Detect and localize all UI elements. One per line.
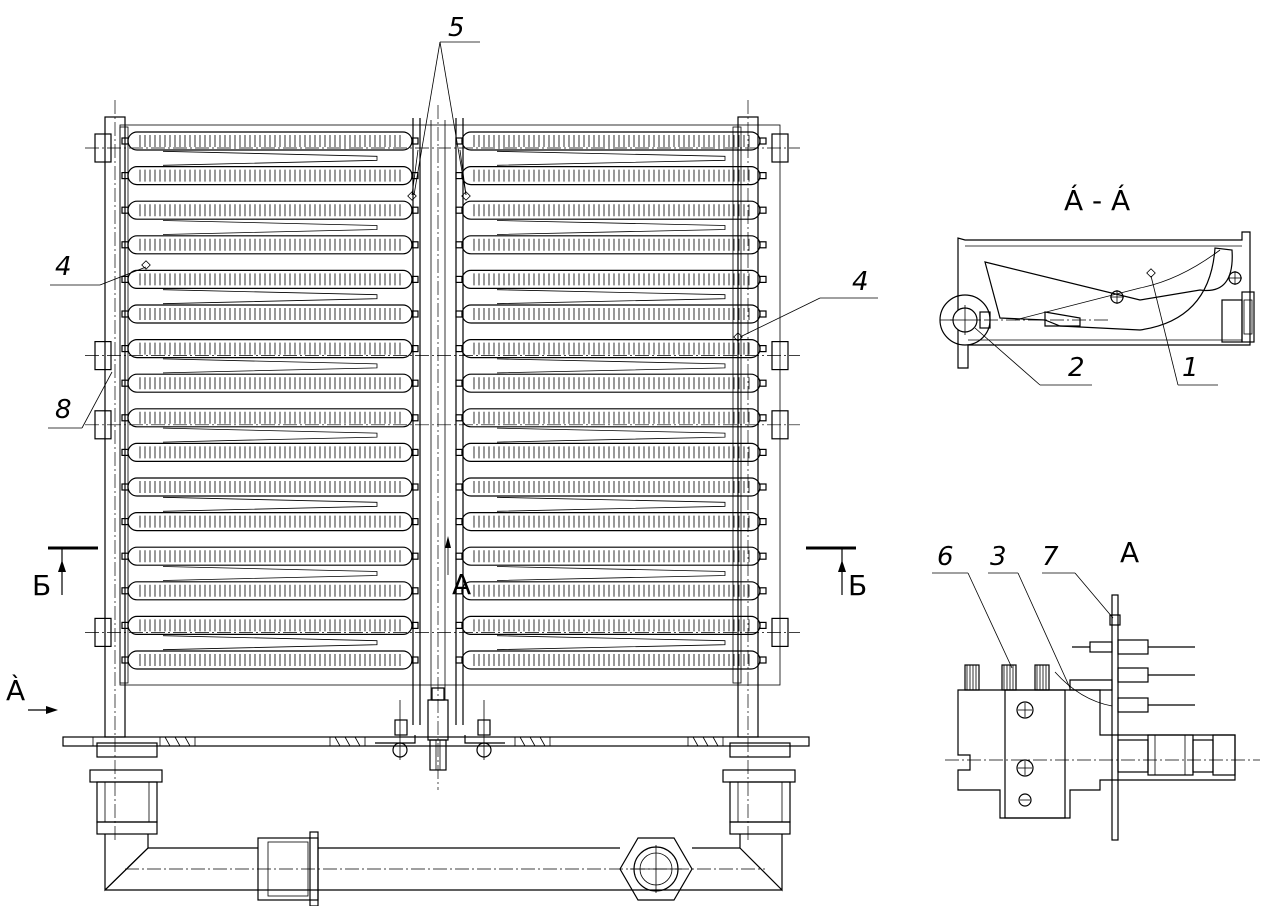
section-view-title: Á - Á (1064, 183, 1130, 217)
leaders-main: 5 4 4 8 (48, 13, 878, 429)
flame-slots (473, 238, 750, 251)
flame-slots (473, 135, 750, 147)
section-cut-marks: Б Б (32, 546, 867, 602)
label-pos4-left: 4 (55, 252, 72, 282)
burner-tube (461, 235, 761, 255)
burner-tube (461, 546, 761, 566)
view-arrow-left-label: À (6, 673, 25, 707)
flame-slots (473, 515, 750, 528)
view-a-detail: A (932, 536, 1260, 841)
flame-slots (473, 411, 750, 424)
burner-tube (461, 200, 761, 220)
flame-slots (473, 654, 750, 666)
venturi-taper (162, 635, 378, 651)
flame-slots (473, 204, 750, 217)
label-pos2: 2 (1068, 353, 1085, 383)
electrode-set (1054, 614, 1195, 713)
view-arrow-center-label: A (452, 568, 471, 601)
flame-slots (473, 342, 750, 355)
burner-tube (461, 442, 761, 462)
venturi-taper (162, 289, 378, 305)
venturi-taper (162, 496, 378, 512)
support-plate (62, 700, 810, 760)
venturi-taper (162, 358, 378, 374)
flame-slots (473, 619, 750, 632)
flame-slots (139, 654, 401, 666)
burner-tube (461, 304, 761, 324)
label-pos4-right: 4 (852, 267, 869, 297)
right-gas-pipe (722, 742, 796, 892)
burner-tube (461, 166, 761, 186)
burner-tube (461, 511, 761, 532)
burner-tube (461, 650, 761, 670)
burner-tube (461, 339, 761, 359)
right-cut-label: Б (848, 569, 867, 602)
flame-slots (473, 308, 750, 320)
flame-slots (473, 481, 750, 493)
flame-slots (139, 169, 401, 182)
view-arrow-a: À A (6, 568, 471, 714)
flame-slots (139, 446, 401, 459)
venturi-taper (496, 635, 726, 651)
left-gas-pipe (89, 742, 163, 892)
venturi-taper (496, 358, 726, 374)
view-a-title: A (1120, 536, 1139, 569)
section-view-aa: Á - Á 2 1 (939, 183, 1255, 386)
venturi-taper (162, 566, 378, 581)
bottom-collector-pipe (104, 831, 782, 906)
burner-tube (461, 131, 761, 151)
label-pos7: 7 (1042, 542, 1059, 572)
venturi-taper (496, 496, 726, 512)
venturi-taper (162, 150, 378, 166)
flame-slots (139, 342, 401, 355)
label-pos6: 6 (937, 542, 954, 572)
central-manifold (407, 105, 471, 790)
venturi-taper (162, 427, 378, 443)
flame-slots (139, 584, 401, 597)
burner-tube (461, 408, 761, 428)
venturi-taper (496, 220, 726, 235)
left-cut-label: Б (32, 569, 51, 602)
burner-tube (461, 615, 761, 636)
flame-slots (473, 550, 750, 563)
flame-slots (473, 169, 750, 182)
label-pos1: 1 (1182, 353, 1199, 383)
flame-slots (473, 377, 750, 390)
flame-slots (139, 619, 401, 632)
flame-slots (139, 135, 401, 147)
venturi-taper (162, 220, 378, 235)
venturi-taper (496, 566, 726, 581)
venturi-taper (496, 427, 726, 443)
flame-slots (139, 550, 401, 563)
venturi-taper (496, 150, 726, 166)
burner-tube (461, 477, 761, 497)
flame-slots (139, 377, 401, 390)
burner-tube (461, 373, 761, 393)
flame-slots (139, 238, 401, 251)
label-pos5: 5 (448, 13, 465, 43)
flame-slots (473, 584, 750, 597)
burner-tube (461, 581, 761, 601)
burner-tube-rows (85, 131, 800, 670)
flame-slots (139, 515, 401, 528)
main-burner-view: Б Б À A 5 4 4 (6, 13, 878, 906)
label-pos3: 3 (990, 542, 1007, 572)
flame-slots (473, 446, 750, 459)
flame-slots (473, 273, 750, 286)
flame-slots (139, 204, 401, 217)
flame-slots (139, 481, 401, 493)
flame-slots (139, 411, 401, 424)
burner-tube (461, 269, 761, 289)
venturi-taper (496, 289, 726, 305)
flame-slots (139, 308, 401, 320)
flame-slots (139, 273, 401, 286)
label-pos8: 8 (55, 395, 72, 425)
